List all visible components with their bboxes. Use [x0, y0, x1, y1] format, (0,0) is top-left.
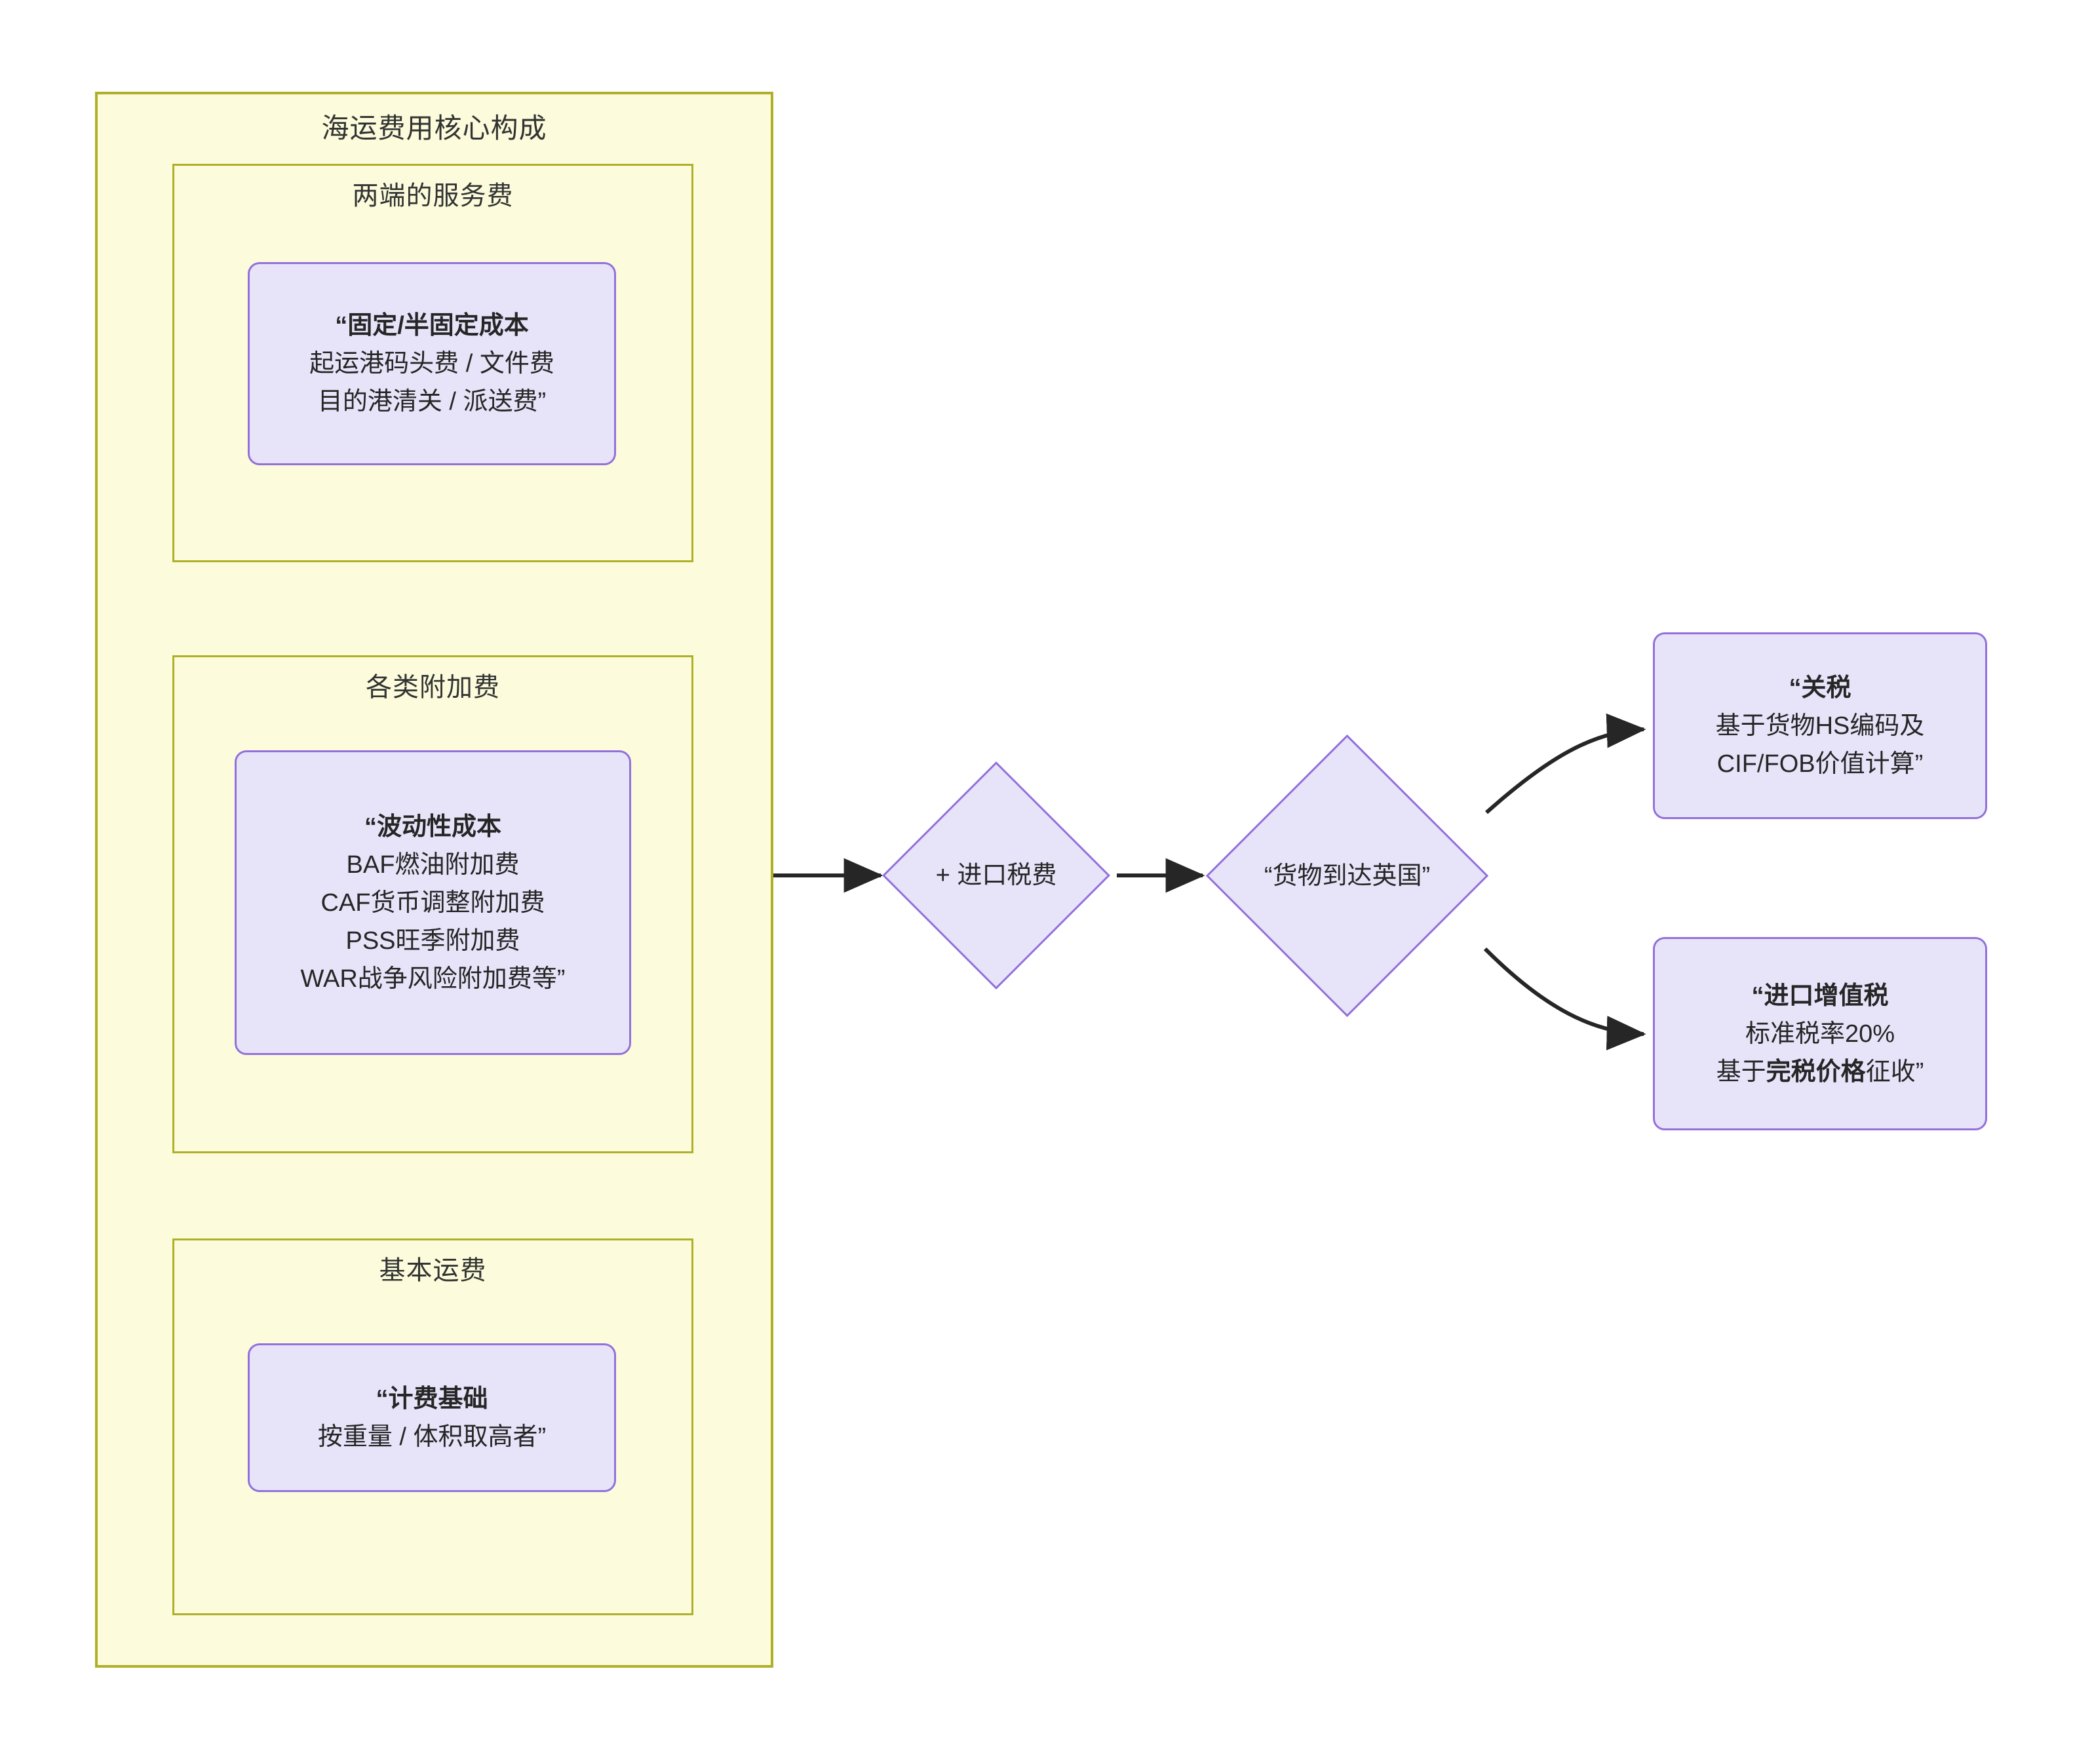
node-import-vat[interactable]: “进口增值税 标准税率20% 基于完税价格征收” [1653, 937, 1987, 1130]
node-line: CAF货币调整附加费 [320, 889, 545, 917]
node-line: 按重量 / 体积取高者” [317, 1423, 547, 1451]
group-title-terminal-service-fee: 两端的服务费 [352, 182, 514, 210]
decision-goods-arrive-uk[interactable]: “货物到达英国” [1205, 734, 1489, 1018]
node-customs-duty[interactable]: “关税 基于货物HS编码及 CIF/FOB价值计算” [1653, 632, 1987, 819]
node-line: “波动性成本 [364, 813, 501, 841]
decision-import-tax[interactable]: + 进口税费 [882, 761, 1110, 989]
group-title-base-freight: 基本运费 [379, 1256, 487, 1285]
edge-goods-arrive-to-customs-duty [1485, 713, 1646, 815]
node-line: “关税 [1789, 674, 1851, 702]
decision-import-tax-label: + 进口税费 [935, 862, 1057, 889]
node-line: “固定/半固定成本 [335, 312, 529, 339]
node-line: WAR战争风险附加费等” [300, 965, 566, 993]
node-line: BAF燃油附加费 [346, 851, 520, 879]
node-line-import-vat-basis: 基于完税价格征收” [1716, 1058, 1924, 1086]
node-variable-cost[interactable]: “波动性成本 BAF燃油附加费 CAF货币调整附加费 PSS旺季附加费 WAR战… [235, 750, 631, 1055]
node-charging-basis[interactable]: “计费基础 按重量 / 体积取高者” [248, 1343, 616, 1492]
edge-goods-arrive-to-import-vat [1483, 947, 1646, 1050]
node-line: 标准税率20% [1745, 1020, 1895, 1048]
node-line: CIF/FOB价值计算” [1716, 750, 1924, 778]
node-line: PSS旺季附加费 [345, 927, 520, 955]
node-line: “计费基础 [376, 1385, 488, 1413]
node-line: 基于货物HS编码及 [1715, 712, 1925, 740]
node-line: “进口增值税 [1751, 982, 1889, 1010]
node-fixed-semi-fixed-cost[interactable]: “固定/半固定成本 起运港码头费 / 文件费 目的港清关 / 派送费” [248, 262, 616, 465]
group-title-surcharges: 各类附加费 [366, 673, 500, 702]
group-title-shipping-cost-composition: 海运费用核心构成 [321, 113, 547, 144]
node-line: 目的港清关 / 派送费” [317, 388, 547, 415]
node-line: 起运港码头费 / 文件费 [309, 350, 554, 377]
decision-goods-arrive-uk-label: “货物到达英国” [1264, 862, 1431, 890]
